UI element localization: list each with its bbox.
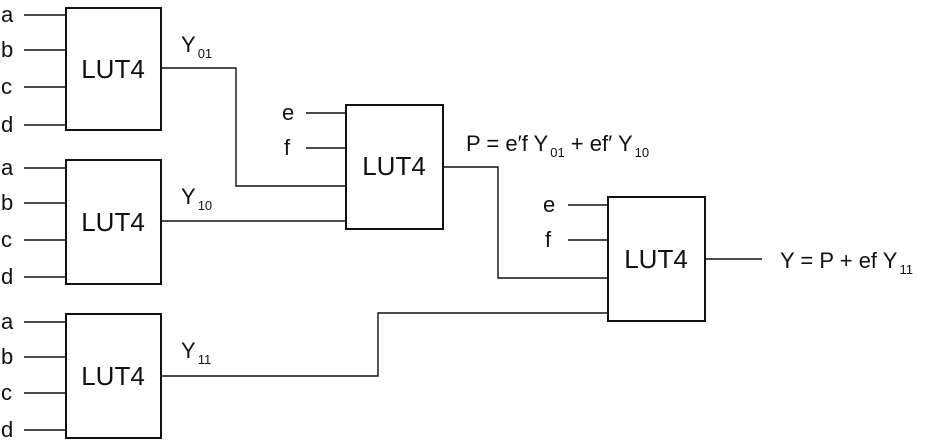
input-label-f: f <box>545 227 552 252</box>
input-label-b: b <box>1 344 13 369</box>
equation-p-prefix: P = e′f Y <box>466 131 549 156</box>
wire-y01 <box>161 67 346 187</box>
signal-y10-subscript: 10 <box>198 198 212 213</box>
input-label-a: a <box>1 155 14 180</box>
signal-y11-base: Y <box>181 338 196 363</box>
input-label-e: e <box>543 192 555 217</box>
signal-y01-subscript: 01 <box>198 46 212 61</box>
input-label-c: c <box>1 74 12 99</box>
input-label-a: a <box>1 2 14 27</box>
lut4-label-y: LUT4 <box>624 244 688 274</box>
wire-y11 <box>161 312 608 377</box>
lut4-block-2 <box>65 159 162 285</box>
wire-p <box>443 166 608 279</box>
lut4-label-1: LUT4 <box>81 54 145 84</box>
lut4-block-p <box>345 104 444 230</box>
lut4-label-2: LUT4 <box>81 207 145 237</box>
equation-p-sub2: 10 <box>635 145 649 160</box>
lut4-label-p: LUT4 <box>362 151 426 181</box>
lut4-block-1 <box>65 7 162 131</box>
equation-y-prefix: Y = P + ef Y <box>780 248 898 273</box>
equation-p-middle: + ef′ Y <box>565 131 633 156</box>
input-label-f: f <box>284 135 291 160</box>
equation-y-sub: 11 <box>899 262 913 277</box>
signal-y11-subscript: 11 <box>198 352 212 367</box>
input-label-b: b <box>1 190 13 215</box>
input-label-c: c <box>1 227 12 252</box>
input-label-d: d <box>1 417 13 442</box>
signal-y10-base: Y <box>181 184 196 209</box>
input-label-a: a <box>1 309 14 334</box>
input-label-e: e <box>282 100 294 125</box>
lut4-label-3: LUT4 <box>81 361 145 391</box>
equation-p-sub1: 01 <box>550 145 564 160</box>
input-label-c: c <box>1 380 12 405</box>
input-label-d: d <box>1 112 13 137</box>
input-label-b: b <box>1 37 13 62</box>
signal-y01-base: Y <box>181 32 196 57</box>
lut4-block-3 <box>65 313 162 439</box>
input-label-d: d <box>1 264 13 289</box>
